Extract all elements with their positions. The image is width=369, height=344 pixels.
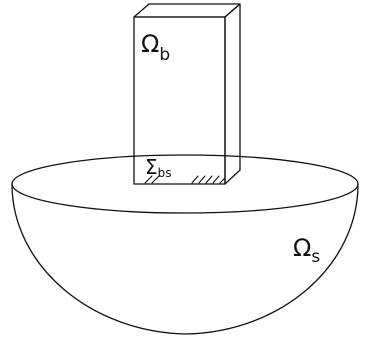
building-block [133, 3, 241, 185]
hatch-line [151, 175, 160, 184]
soil-top-surface [11, 154, 359, 214]
building-front-face [133, 16, 226, 185]
hatch-line [198, 175, 206, 184]
hatch-line [144, 175, 153, 184]
hatch-line [219, 177, 226, 184]
building-right-face [224, 3, 241, 185]
interface-label-subscript: bs [158, 166, 172, 180]
hatch-line [191, 175, 199, 184]
building-top-face [133, 3, 241, 18]
building-label-subscript: b [159, 45, 170, 65]
interface-label-symbol: Σ [145, 155, 158, 179]
soil-label: Ωs [293, 234, 320, 267]
soil-label-symbol: Ω [293, 234, 311, 262]
soil-hemisphere [11, 154, 359, 335]
building-label-symbol: Ω [141, 30, 159, 58]
hatch-line [212, 175, 220, 184]
interface-hatching [144, 175, 226, 184]
hatch-line [205, 175, 213, 184]
soil-label-subscript: s [311, 247, 320, 267]
interface-label: Σbs [145, 155, 172, 180]
soil-bowl-outline [11, 183, 359, 335]
building-label: Ωb [141, 30, 170, 65]
